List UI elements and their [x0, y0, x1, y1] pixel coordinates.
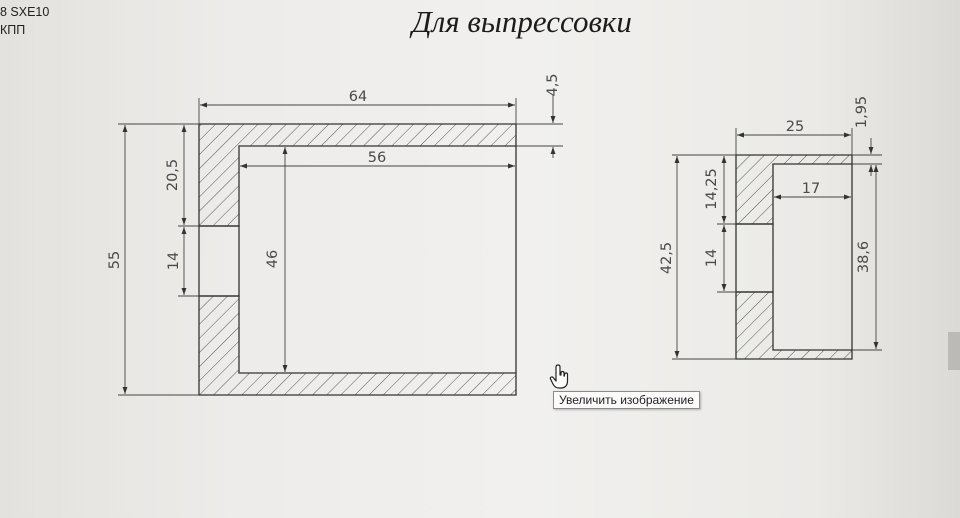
left-part-section-bottom [198, 295, 517, 396]
left-dim-height: 55 [107, 251, 123, 269]
hand-cursor-icon [549, 364, 569, 389]
right-dim-inner-height: 38,6 [856, 241, 872, 273]
left-part-drawing [198, 123, 517, 396]
left-part-dimensions [118, 95, 563, 396]
left-dim-inner-height: 46 [265, 250, 281, 268]
side-text: 8 SXE10 КПП [0, 3, 49, 39]
left-dim-slot: 14 [166, 252, 182, 270]
right-dim-height: 42,5 [659, 242, 675, 274]
left-dim-upper: 20,5 [165, 159, 181, 191]
left-dim-inner-width: 56 [368, 150, 386, 166]
side-text-line: КПП [0, 23, 26, 37]
right-part-dimensions [672, 128, 882, 360]
right-part-slot [735, 223, 774, 293]
right-dim-wall: 1,95 [854, 96, 870, 128]
left-dim-wall: 4,5 [545, 73, 561, 96]
left-part-section-top [198, 123, 517, 227]
left-dim-width: 64 [349, 89, 367, 105]
right-dim-upper: 14,25 [704, 168, 720, 210]
right-dim-width: 25 [786, 119, 804, 135]
right-dim-inner-width: 17 [802, 181, 820, 197]
scrollbar-thumb[interactable] [948, 332, 960, 370]
page-title: Для выпрессовки [412, 4, 632, 39]
tooltip: Увеличить изображение [553, 391, 700, 409]
right-part-section-bottom [735, 291, 853, 360]
left-part-slot [198, 225, 240, 297]
right-part-drawing [735, 154, 853, 360]
side-text-line: 8 SXE10 [0, 5, 50, 19]
right-dim-slot: 14 [704, 249, 720, 267]
right-part-section-top [735, 154, 853, 225]
